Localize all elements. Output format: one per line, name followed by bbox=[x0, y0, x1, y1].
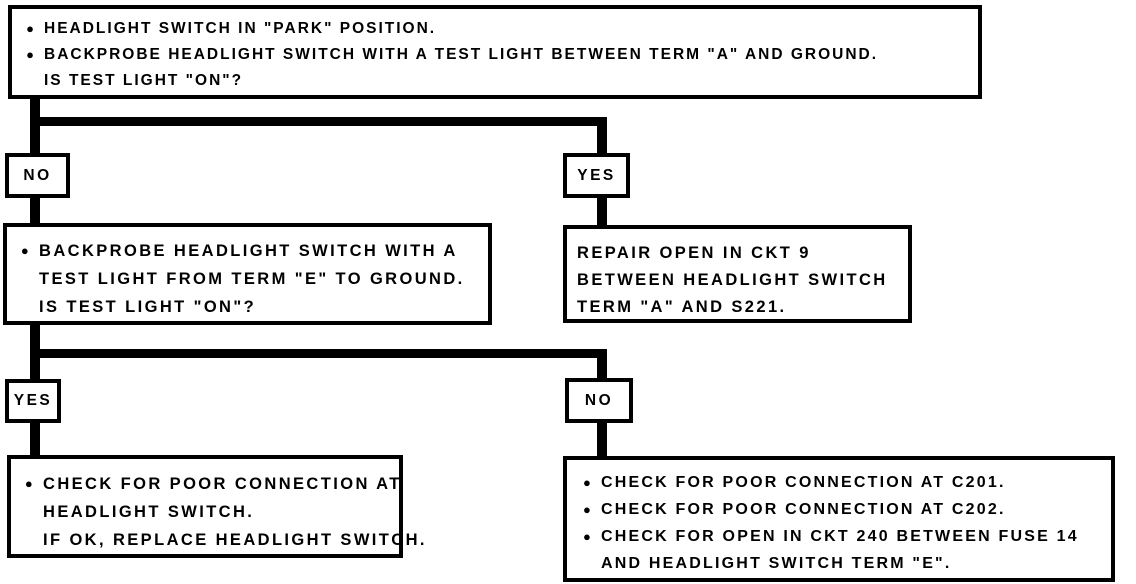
flow-line: IS TEST LIGHT "ON"? bbox=[13, 293, 488, 321]
flow-line: ● CHECK FOR POOR CONNECTION AT C201. bbox=[575, 469, 1111, 496]
flow-line-text: HEADLIGHT SWITCH. bbox=[43, 503, 255, 521]
flow-line-text: CHECK FOR OPEN IN CKT 240 BETWEEN FUSE 1… bbox=[601, 528, 1079, 545]
bullet-icon: ● bbox=[26, 47, 36, 62]
flow-line: ● BACKPROBE HEADLIGHT SWITCH WITH A bbox=[13, 237, 488, 265]
branch-tag-label: NO bbox=[23, 166, 52, 184]
flow-line: TERM "A" AND S221. bbox=[577, 294, 908, 321]
flow-line: IS TEST LIGHT "ON"? bbox=[18, 68, 978, 94]
connector-v-yes1-to-repair bbox=[597, 197, 607, 226]
bullet-icon: ● bbox=[582, 475, 594, 490]
flow-line-text: TEST LIGHT FROM TERM "E" TO GROUND. bbox=[39, 270, 465, 288]
connector-v-branch2-to-no2 bbox=[597, 349, 607, 379]
connector-v-q1-to-no1 bbox=[30, 98, 40, 154]
bullet-icon: ● bbox=[582, 502, 594, 517]
branch-tag-no-2: NO bbox=[565, 378, 633, 423]
flow-line: AND HEADLIGHT SWITCH TERM "E". bbox=[575, 550, 1111, 577]
branch-tag-label: YES bbox=[577, 166, 616, 184]
flow-line-text: CHECK FOR POOR CONNECTION AT C202. bbox=[601, 501, 1006, 518]
branch-tag-label: NO bbox=[584, 391, 614, 409]
flow-line-text: CHECK FOR POOR CONNECTION AT bbox=[43, 475, 402, 493]
flow-line-text: BETWEEN HEADLIGHT SWITCH bbox=[577, 271, 888, 289]
flow-line: ● CHECK FOR OPEN IN CKT 240 BETWEEN FUSE… bbox=[575, 523, 1111, 550]
flow-line-text: BACKPROBE HEADLIGHT SWITCH WITH A bbox=[39, 242, 458, 260]
flow-line-text: HEADLIGHT SWITCH IN "PARK" POSITION. bbox=[44, 20, 437, 37]
connector-v-yes2-to-check bbox=[30, 422, 40, 455]
node-second-test: ● BACKPROBE HEADLIGHT SWITCH WITH A TEST… bbox=[3, 223, 492, 325]
flow-line-text: BACKPROBE HEADLIGHT SWITCH WITH A TEST L… bbox=[44, 46, 879, 63]
connector-h-branch2 bbox=[30, 349, 607, 358]
flow-line: TEST LIGHT FROM TERM "E" TO GROUND. bbox=[13, 265, 488, 293]
connector-v-branch1-to-yes1 bbox=[597, 117, 607, 154]
node-check-switch: ● CHECK FOR POOR CONNECTION AT HEADLIGHT… bbox=[7, 455, 424, 558]
node-initial-test: ● HEADLIGHT SWITCH IN "PARK" POSITION. ●… bbox=[8, 5, 982, 99]
flow-line-text: REPAIR OPEN IN CKT 9 bbox=[577, 244, 811, 262]
connector-v-no1-to-q2 bbox=[30, 197, 40, 223]
flow-line: ● HEADLIGHT SWITCH IN "PARK" POSITION. bbox=[18, 16, 978, 42]
branch-tag-no-1: NO bbox=[5, 153, 70, 198]
bullet-icon: ● bbox=[26, 21, 36, 36]
flow-line-text: IS TEST LIGHT "ON"? bbox=[39, 298, 257, 316]
flow-line: HEADLIGHT SWITCH. bbox=[17, 498, 399, 526]
flow-line: REPAIR OPEN IN CKT 9 bbox=[577, 240, 908, 267]
node-repair-ckt9: REPAIR OPEN IN CKT 9 BETWEEN HEADLIGHT S… bbox=[563, 225, 912, 323]
flow-line: ● CHECK FOR POOR CONNECTION AT bbox=[17, 470, 399, 498]
branch-tag-yes-2: YES bbox=[5, 379, 61, 423]
node-check-circuit: ● CHECK FOR POOR CONNECTION AT C201. ● C… bbox=[563, 456, 1115, 582]
bullet-icon: ● bbox=[24, 476, 36, 491]
flow-line-text: AND HEADLIGHT SWITCH TERM "E". bbox=[601, 555, 952, 572]
flow-line-text: TERM "A" AND S221. bbox=[577, 298, 787, 316]
flow-line-text: CHECK FOR POOR CONNECTION AT C201. bbox=[601, 474, 1006, 491]
connector-h-branch1 bbox=[30, 117, 607, 126]
branch-tag-label: YES bbox=[13, 392, 53, 409]
flow-line: IF OK, REPLACE HEADLIGHT SWITCH. bbox=[17, 526, 424, 554]
flow-line: ● BACKPROBE HEADLIGHT SWITCH WITH A TEST… bbox=[18, 42, 978, 68]
flow-line-text: IF OK, REPLACE HEADLIGHT SWITCH. bbox=[43, 531, 427, 549]
flow-line: ● CHECK FOR POOR CONNECTION AT C202. bbox=[575, 496, 1111, 523]
bullet-icon: ● bbox=[20, 243, 32, 258]
bullet-icon: ● bbox=[582, 529, 594, 544]
connector-v-no2-to-check bbox=[597, 422, 607, 456]
flow-line-text: IS TEST LIGHT "ON"? bbox=[44, 72, 244, 89]
flow-line: BETWEEN HEADLIGHT SWITCH bbox=[577, 267, 908, 294]
branch-tag-yes-1: YES bbox=[563, 153, 630, 198]
